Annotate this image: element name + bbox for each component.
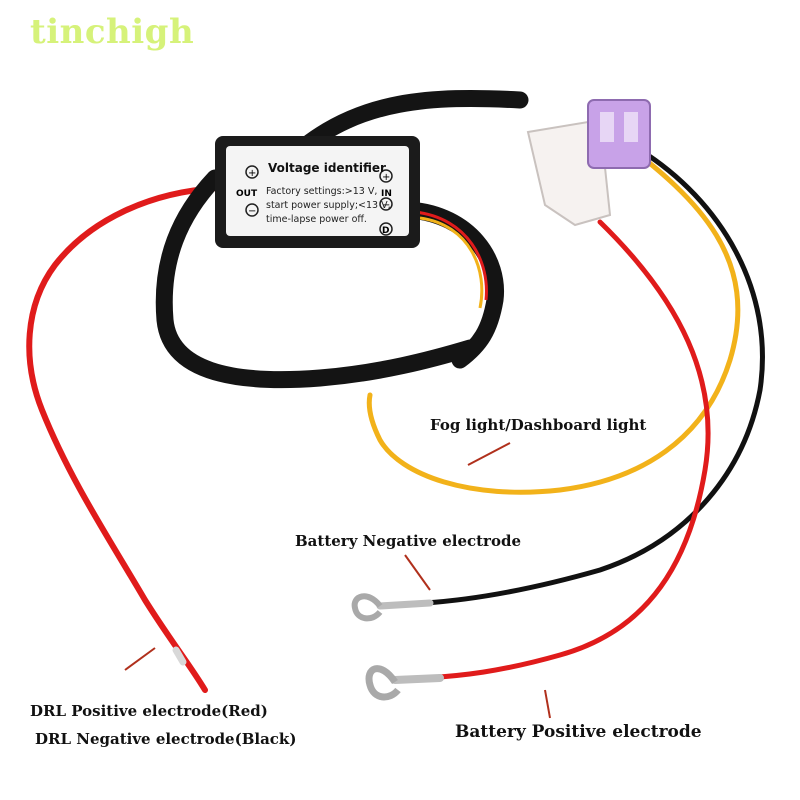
drl-negative-label: DRL Negative electrode(Black) bbox=[35, 730, 297, 748]
fog-pointer bbox=[467, 442, 511, 466]
module-title: Voltage identifier bbox=[268, 161, 386, 175]
fuse-holder bbox=[526, 99, 651, 227]
module-minus-right: − bbox=[382, 200, 390, 211]
black-cable-top bbox=[291, 89, 529, 159]
module-d-label: D bbox=[382, 226, 389, 236]
battery-negative-label: Battery Negative electrode bbox=[295, 532, 521, 550]
black-cable-loop bbox=[155, 169, 479, 389]
negative-pointer bbox=[404, 554, 431, 591]
drl-red-wire bbox=[26, 185, 221, 693]
watermark: tinchigh bbox=[30, 12, 195, 52]
module-out-label: OUT bbox=[236, 189, 258, 199]
positive-terminal bbox=[365, 665, 444, 701]
module-plus-left: + bbox=[248, 168, 256, 179]
module-plus-right: + bbox=[382, 172, 390, 183]
module-in-label: IN bbox=[381, 189, 392, 199]
module-line-3: time-lapse power off. bbox=[266, 214, 367, 225]
drl-positive-label: DRL Positive electrode(Red) bbox=[30, 702, 268, 720]
harness-right bbox=[401, 201, 505, 369]
black-negative-wire bbox=[422, 147, 765, 606]
red-positive-wire bbox=[422, 219, 711, 681]
yellow-wire bbox=[366, 137, 741, 495]
harness-yellow-strand bbox=[419, 216, 484, 309]
drl-pointer bbox=[124, 647, 156, 671]
voltage-identifier-module: + OUT − + IN − D Voltage identifier Fact… bbox=[215, 136, 420, 248]
positive-pointer bbox=[544, 689, 551, 719]
module-minus-left: − bbox=[248, 206, 256, 217]
harness-red-strand bbox=[414, 210, 488, 301]
fog-light-label: Fog light/Dashboard light bbox=[430, 416, 647, 434]
battery-positive-label: Battery Positive electrode bbox=[455, 722, 702, 742]
drl-wire-tip bbox=[172, 646, 187, 666]
module-line-2: start power supply;<13 V, bbox=[266, 200, 391, 211]
fuse bbox=[587, 99, 651, 169]
negative-terminal bbox=[351, 593, 434, 622]
module-line-1: Factory settings:>13 V, bbox=[266, 186, 377, 197]
